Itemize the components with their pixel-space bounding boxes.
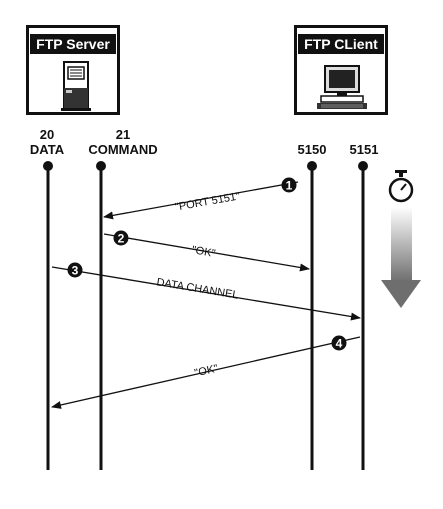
message-4-label: "OK"	[193, 363, 219, 380]
ftp-server-title: FTP Server	[30, 34, 116, 54]
port-5150-number: 5150	[297, 142, 327, 157]
ftp-client-title: FTP CLient	[298, 34, 384, 54]
message-2-arrow	[103, 233, 310, 272]
step-1-number: 1	[286, 179, 293, 193]
step-1-badge: 1	[281, 177, 297, 193]
step-4-badge: 4	[331, 335, 347, 351]
server-tower-icon	[61, 61, 91, 111]
step-3-number: 3	[72, 264, 79, 278]
lifeline-data	[43, 161, 53, 470]
port-5151-label: 5151	[344, 142, 384, 157]
message-3-arrow	[51, 266, 361, 321]
port-data-label: 20 DATA	[24, 127, 70, 157]
port-data-number: 20	[39, 127, 55, 142]
ftp-client-box: FTP CLient	[294, 25, 388, 115]
step-2-badge: 2	[113, 230, 129, 246]
message-4-arrow	[51, 336, 361, 409]
ftp-server-box: FTP Server	[26, 25, 120, 115]
lifeline-5151	[358, 161, 368, 470]
message-2-label: "OK"	[191, 244, 217, 260]
port-command-name: COMMAND	[88, 142, 158, 157]
time-arrow-icon	[381, 207, 421, 308]
step-4-number: 4	[336, 337, 343, 351]
desktop-computer-icon	[317, 65, 367, 109]
stopwatch-icon	[388, 170, 414, 203]
step-3-badge: 3	[67, 262, 83, 278]
lifeline-5150	[307, 161, 317, 470]
message-3-label: DATA CHANNEL	[156, 276, 240, 301]
port-5151-number: 5151	[349, 142, 379, 157]
port-command-number: 21	[115, 127, 131, 142]
lifeline-command	[96, 161, 106, 470]
message-1-arrow	[103, 181, 299, 220]
port-data-name: DATA	[29, 142, 65, 157]
step-2-number: 2	[118, 232, 125, 246]
port-command-label: 21 COMMAND	[78, 127, 168, 157]
port-5150-label: 5150	[292, 142, 332, 157]
message-1-label: "PORT 5151"	[174, 190, 241, 213]
